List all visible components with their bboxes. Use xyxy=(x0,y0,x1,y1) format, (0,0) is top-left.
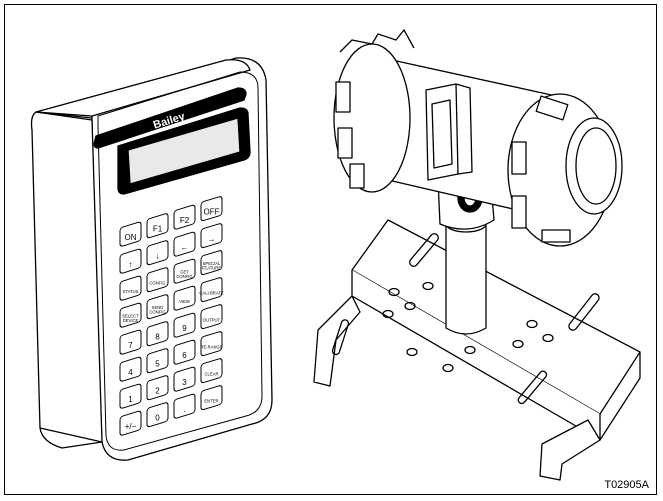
key-5-2[interactable]: 6 xyxy=(173,339,196,365)
key-label: F2 xyxy=(180,216,190,225)
key-label: ENTER xyxy=(204,398,218,403)
key-label: 4 xyxy=(128,368,133,377)
key-label: 2 xyxy=(155,387,160,396)
key-1-2[interactable]: ← xyxy=(173,231,196,257)
key-1-1[interactable]: ↓ xyxy=(146,240,169,266)
key-1-3[interactable]: → xyxy=(200,223,223,249)
key-label: F1 xyxy=(153,225,163,234)
key-4-1[interactable]: 8 xyxy=(146,321,169,347)
key-5-1[interactable]: 5 xyxy=(146,348,169,374)
key-label: CLEAR xyxy=(205,371,219,376)
key-label: → xyxy=(208,235,216,244)
key-7-1[interactable]: 0 xyxy=(146,402,169,428)
key-6-2[interactable]: 3 xyxy=(173,366,196,392)
key-2-1[interactable]: CONFIG xyxy=(146,267,169,293)
key-7-2[interactable]: . xyxy=(173,393,196,419)
figure-id: T02905A xyxy=(604,479,649,491)
key-6-3[interactable]: CLEAR xyxy=(200,358,223,384)
key-3-2[interactable]: VIEW xyxy=(173,285,196,311)
key-label: 8 xyxy=(155,333,160,342)
key-5-0[interactable]: 4 xyxy=(119,356,142,382)
figure-frame xyxy=(4,4,657,495)
key-4-3[interactable]: OUTPUT xyxy=(200,304,223,330)
key-label: 6 xyxy=(182,351,187,360)
key-0-3[interactable]: OFF xyxy=(200,196,223,222)
key-label: 3 xyxy=(182,378,187,387)
key-label: CONFIG xyxy=(149,280,165,285)
key-label: ← xyxy=(181,243,189,252)
transmitter xyxy=(313,29,641,481)
key-label: CALI-BRATE xyxy=(199,290,224,295)
key-5-3[interactable]: RE-RANGE xyxy=(200,331,223,357)
key-label: ON xyxy=(125,233,137,242)
key-0-1[interactable]: F1 xyxy=(146,213,169,239)
key-label: ↑ xyxy=(129,260,133,269)
key-7-3[interactable]: ENTER xyxy=(200,385,223,411)
key-1-0[interactable]: ↑ xyxy=(119,248,142,274)
key-0-0[interactable]: ON xyxy=(119,221,142,247)
key-3-3[interactable]: CALI-BRATE xyxy=(199,277,224,303)
bracket-leg-right xyxy=(539,419,601,481)
terminal-side-face xyxy=(30,111,103,449)
key-2-0[interactable]: STATUS xyxy=(119,275,142,301)
mounting-pipe xyxy=(445,223,487,335)
key-7-0[interactable]: +/− xyxy=(119,410,142,436)
key-4-2[interactable]: 9 xyxy=(173,312,196,338)
key-label: +/− xyxy=(125,422,137,431)
key-label: RE-RANGE xyxy=(200,344,222,349)
key-label: STATUS xyxy=(123,289,139,294)
key-6-0[interactable]: 1 xyxy=(119,383,142,409)
bracket-leg-left xyxy=(313,295,361,387)
key-label: VIEW xyxy=(179,299,190,304)
key-label: OFF xyxy=(204,208,220,217)
key-label: 7 xyxy=(128,341,133,350)
key-0-2[interactable]: F2 xyxy=(173,204,196,230)
lcd-window xyxy=(127,117,241,185)
key-label: 0 xyxy=(155,414,160,423)
key-label: OUTPUT xyxy=(203,317,221,322)
key-label: . xyxy=(183,405,185,414)
key-label: 1 xyxy=(128,395,133,404)
housing-cap-left xyxy=(333,43,411,193)
terminal-top-face xyxy=(35,59,251,117)
key-label: ↓ xyxy=(156,252,160,261)
brand-strip xyxy=(93,87,247,149)
key-label: 9 xyxy=(182,324,187,333)
key-label: 5 xyxy=(155,360,160,369)
key-4-0[interactable]: 7 xyxy=(119,329,142,355)
key-6-1[interactable]: 2 xyxy=(146,375,169,401)
